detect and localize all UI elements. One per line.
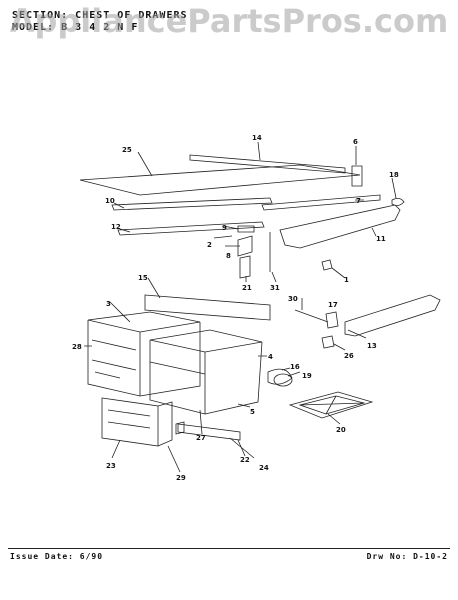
callout-8: 8 (226, 252, 231, 260)
part-22-handle-cap (175, 421, 185, 435)
callout-22: 22 (240, 456, 250, 464)
callout-6: 6 (353, 138, 358, 146)
part-17-latch (325, 311, 339, 329)
part-7-slide-rail (261, 194, 381, 211)
part-30-rod (294, 309, 329, 323)
part-13-rail (344, 294, 441, 337)
callout-4: 4 (268, 353, 273, 361)
part-26-clip (321, 335, 335, 349)
callout-27: 27 (196, 434, 206, 442)
part-29-trim (157, 401, 173, 447)
callout-29: 29 (176, 474, 186, 482)
part-24-handle (177, 423, 241, 441)
callout-labels: 25 14 6 10 18 7 12 9 2 8 11 21 31 1 15 3… (72, 134, 399, 482)
part-25-shelf (79, 164, 361, 196)
part-4-drawer-right (149, 329, 263, 353)
section-title: SECTION: CHEST OF DRAWERS (12, 10, 188, 21)
part-28-drawer-front (87, 320, 141, 397)
callout-16: 16 (290, 363, 300, 371)
callout-12: 12 (111, 223, 121, 231)
callout-11: 11 (376, 235, 386, 243)
callout-21: 21 (242, 284, 252, 292)
part-9-fastener (237, 225, 255, 233)
footer-rule (8, 548, 450, 549)
watermark: AppliancePartsPros.com (9, 2, 449, 40)
model-number: MODEL: B 3 4 2 N F (12, 22, 139, 33)
callout-19: 19 (302, 372, 312, 380)
callout-18: 18 (389, 171, 399, 179)
issue-date: Issue Date: 6/90 (10, 552, 104, 561)
part-8-bracket (237, 235, 253, 257)
callout-25: 25 (122, 146, 132, 154)
callout-14: 14 (252, 134, 262, 142)
part-14-rail (189, 154, 346, 174)
callout-7: 7 (356, 197, 361, 205)
callout-9: 9 (222, 224, 227, 232)
part-20-frame (288, 391, 374, 419)
callout-28: 28 (72, 343, 82, 351)
callout-5: 5 (250, 408, 255, 416)
callout-30: 30 (288, 295, 298, 303)
callout-3: 3 (106, 300, 111, 308)
callout-13: 13 (367, 342, 377, 350)
callout-31: 31 (270, 284, 280, 292)
part-6-bracket (351, 165, 363, 187)
part-19-knob (273, 373, 293, 387)
part-12-slide (117, 221, 265, 236)
part-5-drawer-body (149, 340, 206, 415)
part-16-ring (267, 368, 293, 385)
callout-20: 20 (336, 426, 346, 434)
part-18-clip (391, 198, 405, 206)
callout-23: 23 (106, 462, 116, 470)
callout-1: 1 (344, 276, 349, 284)
part-27-divider (149, 361, 206, 375)
part-10-slide (111, 197, 273, 211)
part-15-cross-panel (144, 294, 271, 321)
callout-2: 2 (207, 241, 212, 249)
part-21-support (239, 255, 251, 279)
part-1-screw (321, 259, 333, 271)
callout-26: 26 (344, 352, 354, 360)
drawing-number: Drw No: D-10-2 (366, 552, 448, 561)
callout-15: 15 (138, 274, 148, 282)
callout-10: 10 (105, 197, 115, 205)
part-3-drawer-left (87, 311, 201, 333)
callout-24: 24 (259, 464, 269, 472)
callout-17: 17 (328, 301, 338, 309)
